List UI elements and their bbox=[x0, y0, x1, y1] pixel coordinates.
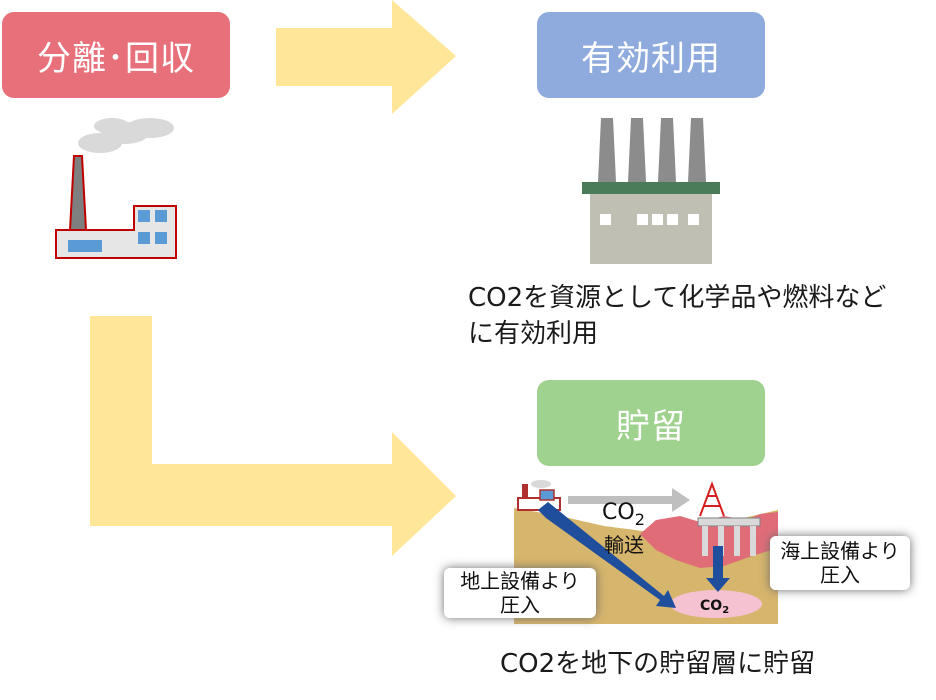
separation-box: 分離･回収 bbox=[2, 12, 230, 98]
arrow-to-utilization bbox=[276, 0, 456, 114]
reservoir-co2-label: CO2 bbox=[700, 598, 729, 616]
arrow-to-storage bbox=[90, 316, 456, 556]
factory-icon bbox=[55, 118, 177, 259]
utilization-description-line-1: CO2を資源として化学品や燃料など bbox=[468, 283, 887, 313]
chemical-plant-icon bbox=[582, 118, 720, 264]
land-injection-label-2: 圧入 bbox=[500, 593, 540, 617]
land-injection-callout bbox=[444, 568, 596, 618]
land-injection-arrow bbox=[538, 502, 676, 608]
land-injection-label-1: 地上設備より bbox=[460, 569, 580, 593]
utilization-description: CO2を資源として化学品や燃料など に有効利用 bbox=[468, 280, 908, 352]
sea-injection-label-1: 海上設備より bbox=[780, 539, 900, 563]
storage-description: CO2を地下の貯留層に貯留 bbox=[500, 649, 816, 679]
transport-label: 輸送 bbox=[604, 533, 644, 557]
sea-injection-label-2: 圧入 bbox=[820, 563, 860, 587]
utilization-description-line-2: に有効利用 bbox=[468, 319, 599, 349]
transport-arrow bbox=[568, 488, 690, 512]
sea-injection-arrow bbox=[706, 546, 730, 592]
transport-co2-label: CO2 bbox=[602, 500, 645, 529]
sea-injection-callout bbox=[770, 536, 910, 590]
utilization-box: 有効利用 bbox=[537, 12, 765, 98]
storage-box: 貯留 bbox=[537, 380, 765, 466]
reservoir bbox=[670, 590, 762, 618]
